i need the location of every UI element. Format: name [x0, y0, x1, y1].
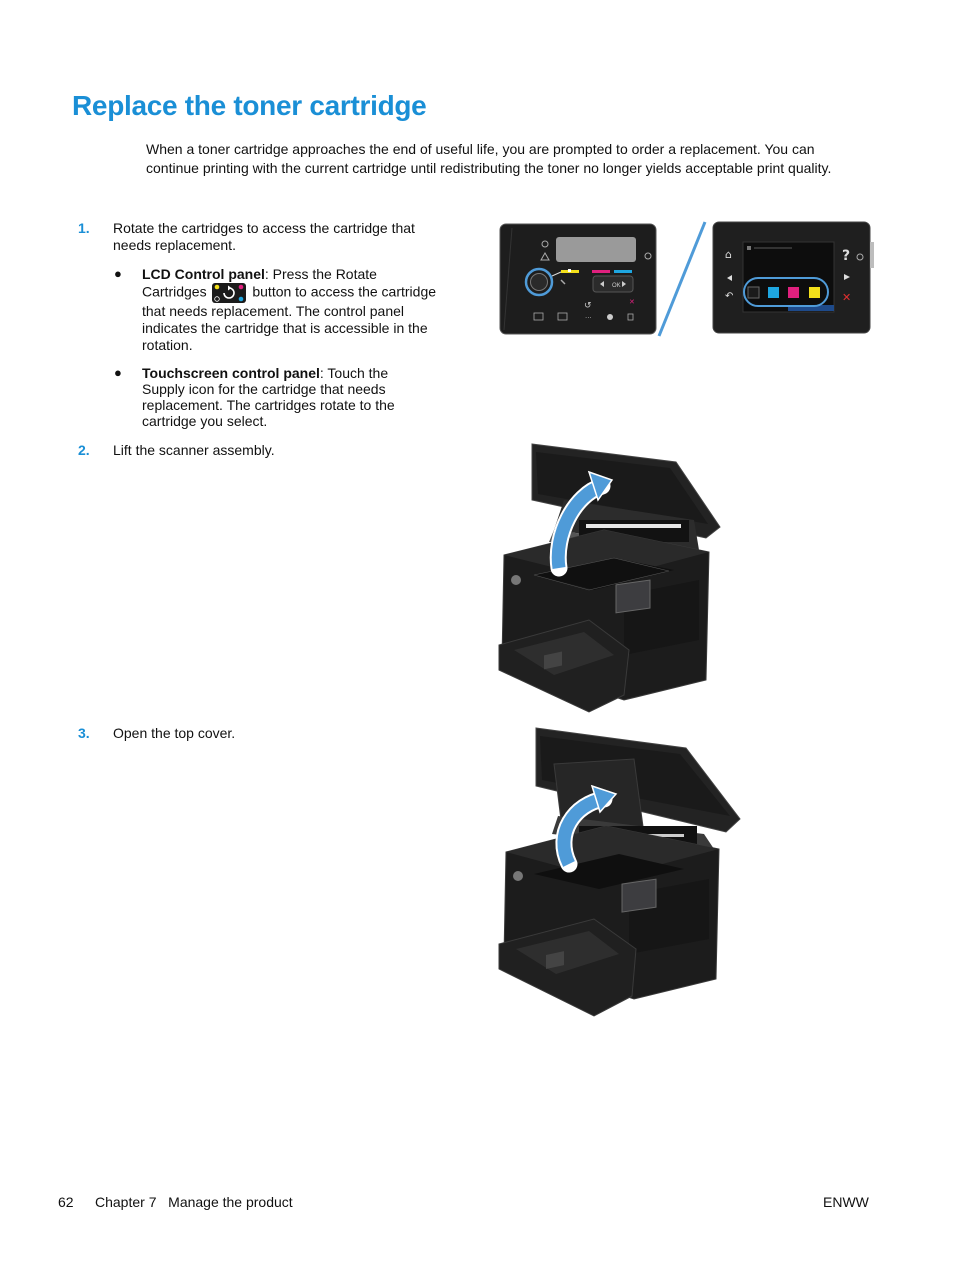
page-title: Replace the toner cartridge	[72, 90, 427, 121]
footer-chapter: Chapter 7 Manage the product	[95, 1194, 293, 1210]
bullet-lcd-text-before: : Press the Rotate Cartridges	[142, 266, 377, 300]
bullet-icon: ●	[114, 365, 122, 380]
right-arrow-icon	[622, 281, 626, 287]
step-1-text: Rotate the cartridges to access the cart…	[113, 220, 415, 253]
control-panels-illustration: OK ↺ ✕ ··· ⌂ ? ↶ ✕	[499, 221, 874, 337]
upward-arrow-icon	[587, 470, 614, 502]
cancel-icon: ✕	[629, 298, 635, 306]
left-arrow-icon	[600, 281, 604, 287]
power-icon	[644, 252, 652, 260]
footer-right-label: ENWW	[823, 1194, 869, 1210]
bullet-lcd-label: LCD Control panel	[142, 266, 265, 282]
rotate-cartridges-icon	[530, 273, 548, 291]
bullet-touchscreen-control-panel: Touchscreen control panel: Touch the Sup…	[142, 365, 432, 429]
svg-text:···: ···	[585, 314, 592, 322]
right-arrow-icon	[844, 274, 850, 280]
lcd-control-panel: OK ↺ ✕ ···	[499, 223, 657, 335]
intro-paragraph: When a toner cartridge approaches the en…	[146, 141, 832, 176]
ok-label: OK	[612, 283, 621, 289]
step-2-text: Lift the scanner assembly.	[113, 442, 275, 458]
rotate-cartridges-highlight	[524, 267, 554, 297]
back-icon: ↶	[725, 291, 733, 302]
printer-lift-scanner-illustration	[498, 443, 721, 713]
attention-icon	[540, 251, 550, 261]
cyan-supply-icon	[768, 287, 779, 298]
step-1-number: 1.	[78, 220, 90, 236]
power-icon	[856, 253, 864, 261]
step-3-number: 3.	[78, 725, 90, 741]
touchscreen-control-panel: ⌂ ? ↶ ✕	[712, 221, 874, 334]
home-icon: ⌂	[725, 248, 732, 261]
step-3-text: Open the top cover.	[113, 725, 236, 741]
yellow-supply-icon	[809, 287, 820, 298]
bullet-icon: ●	[114, 266, 122, 281]
bullet-touchscreen-text: : Touch the Supply icon for the cartridg…	[142, 365, 395, 429]
printer-open-top-cover-illustration	[498, 727, 741, 1017]
magenta-supply-icon	[788, 287, 799, 298]
bullet-lcd-text-after: button to access the cartridge that need…	[142, 283, 437, 353]
panel-divider	[657, 221, 707, 337]
upward-arrow-icon	[590, 784, 618, 814]
cancel-icon: ✕	[842, 291, 851, 304]
help-icon: ?	[842, 248, 850, 264]
bullet-touchscreen-label: Touchscreen control panel	[142, 365, 320, 381]
back-icon: ↺	[584, 301, 592, 311]
black-supply-icon	[747, 286, 760, 299]
bullet-lcd-control-panel: LCD Control panel: Press the Rotate Cart…	[142, 266, 437, 354]
supply-icons-highlight	[743, 277, 829, 307]
power-icon	[541, 240, 549, 248]
step-2-number: 2.	[78, 442, 90, 458]
left-arrow-icon	[727, 275, 732, 281]
rotate-cartridges-icon	[212, 283, 247, 303]
footer-page-number: 62	[58, 1194, 74, 1210]
